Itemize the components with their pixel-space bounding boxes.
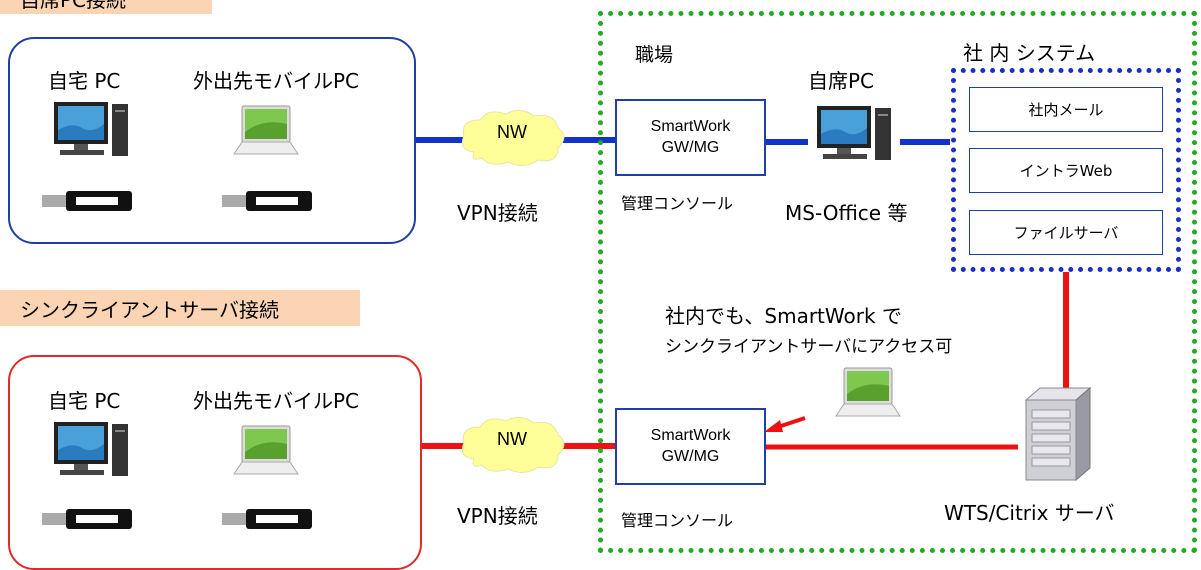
internal-system-group bbox=[951, 68, 1181, 272]
usb-key-icon bbox=[222, 187, 314, 213]
usb-key-icon bbox=[42, 505, 134, 531]
desktop-pc-icon bbox=[52, 420, 132, 490]
desktop-pc-icon bbox=[815, 104, 895, 174]
vpn-label: VPN接続 bbox=[457, 504, 538, 528]
gateway-name: SmartWork bbox=[650, 117, 731, 135]
gateway-type: GW/MG bbox=[661, 447, 720, 465]
section-tab-desk-pc: 自席PC接続 bbox=[0, 0, 212, 14]
desktop-pc-icon bbox=[52, 100, 132, 170]
network-label: NW bbox=[497, 122, 527, 142]
network-cloud-top: NW bbox=[454, 106, 570, 170]
management-console-label: 管理コンソール bbox=[621, 511, 734, 530]
workplace-title: 職場 bbox=[635, 44, 674, 66]
desk-pc-caption: MS-Office 等 bbox=[785, 201, 908, 225]
internal-access-note-line1: 社内でも、SmartWork で bbox=[665, 304, 902, 328]
laptop-icon bbox=[228, 104, 300, 164]
smartwork-gateway-bottom: SmartWork GW/MG bbox=[615, 408, 766, 485]
laptop-icon bbox=[228, 424, 300, 484]
section-tab-label: シンクライアントサーバ接続 bbox=[20, 297, 279, 322]
access-arrow-head bbox=[764, 420, 783, 432]
network-label: NW bbox=[497, 429, 527, 449]
system-item-file-server: ファイルサーバ bbox=[969, 210, 1163, 255]
mobile-pc-label: 外出先モバイルPC bbox=[193, 389, 360, 413]
laptop-icon bbox=[830, 366, 902, 426]
workplace-region bbox=[598, 11, 1197, 553]
system-item-mail: 社内メール bbox=[969, 87, 1163, 132]
section-tab-thin-client: シンクライアントサーバ接続 bbox=[0, 290, 360, 326]
vpn-label: VPN接続 bbox=[457, 201, 538, 225]
server-tower-icon bbox=[1018, 386, 1098, 482]
system-item-intranet-web: イントラWeb bbox=[969, 148, 1163, 193]
management-console-label: 管理コンソール bbox=[621, 194, 734, 213]
network-cloud-bottom: NW bbox=[454, 413, 570, 477]
mobile-pc-label: 外出先モバイルPC bbox=[193, 69, 360, 93]
server-label: WTS/Citrix サーバ bbox=[944, 501, 1115, 525]
home-pc-label: 自宅 PC bbox=[48, 389, 121, 413]
desk-pc-label: 自席PC bbox=[808, 69, 875, 93]
usb-key-icon bbox=[222, 505, 314, 531]
usb-key-icon bbox=[42, 187, 134, 213]
gateway-type: GW/MG bbox=[661, 138, 720, 156]
gateway-name: SmartWork bbox=[650, 426, 731, 444]
smartwork-gateway-top: SmartWork GW/MG bbox=[615, 99, 766, 176]
internal-access-note-line2: シンクライアントサーバにアクセス可 bbox=[665, 337, 953, 357]
internal-system-title: 社 内 システム bbox=[963, 41, 1096, 65]
section-tab-label: 自席PC接続 bbox=[20, 0, 126, 13]
home-pc-label: 自宅 PC bbox=[48, 69, 121, 93]
